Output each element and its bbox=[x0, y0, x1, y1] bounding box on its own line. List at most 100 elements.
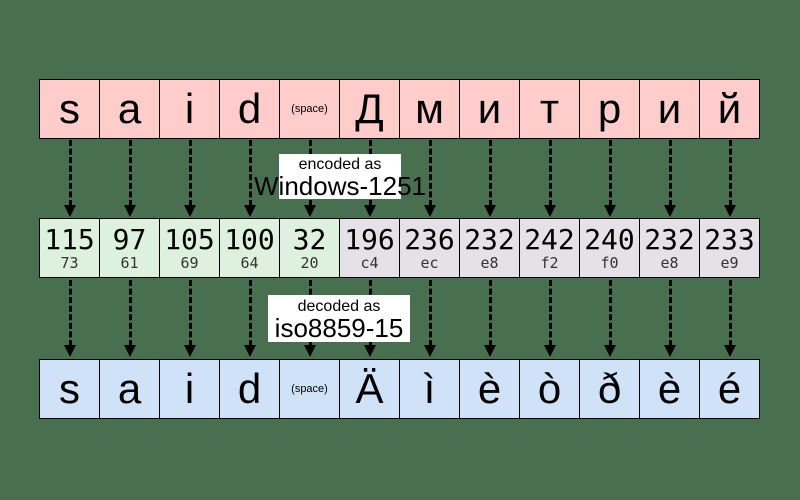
decoded-char-cell: d bbox=[219, 359, 280, 419]
arrow-down-head bbox=[424, 345, 436, 357]
source-char: d bbox=[237, 85, 262, 132]
decoded-char-cell: ð bbox=[579, 359, 640, 419]
arrow-down-head bbox=[64, 205, 76, 217]
decoded-char-cell: è bbox=[459, 359, 520, 419]
arrow-down-line bbox=[548, 140, 552, 206]
source-text-row: s a i d (space) Д м и т р и й bbox=[39, 79, 760, 139]
source-char: т bbox=[539, 85, 560, 132]
byte-hex: 69 bbox=[180, 253, 199, 272]
source-char-cell: р bbox=[579, 79, 640, 139]
arrow-down-head bbox=[544, 345, 556, 357]
source-char: й bbox=[717, 85, 742, 132]
byte-hex: c4 bbox=[360, 253, 379, 272]
arrow-down-head bbox=[424, 205, 436, 217]
decoded-char: ò bbox=[537, 365, 562, 412]
arrow-down-line bbox=[608, 140, 612, 206]
arrow-down-line bbox=[548, 280, 552, 346]
decoded-char: ì bbox=[423, 365, 436, 412]
decoded-text-row: s a i d (space) Ä ì è ò ð è é bbox=[39, 359, 760, 419]
decoded-char-cell: è bbox=[639, 359, 700, 419]
byte-decimal: 196 bbox=[344, 222, 395, 256]
decoded-space-cell: (space) bbox=[279, 359, 340, 419]
arrow-down-head bbox=[664, 345, 676, 357]
byte-hex: 61 bbox=[120, 253, 139, 272]
arrow-down-line bbox=[188, 140, 192, 206]
arrow-down-head bbox=[64, 345, 76, 357]
byte-decimal: 240 bbox=[584, 222, 635, 256]
decoded-char: a bbox=[117, 365, 142, 412]
arrow-down-line bbox=[428, 280, 432, 346]
byte-hex: 64 bbox=[240, 253, 259, 272]
byte-hex: f0 bbox=[600, 253, 619, 272]
byte-decimal: 232 bbox=[464, 222, 515, 256]
encoding-label: encoded as Windows-1251 bbox=[254, 154, 426, 199]
decoded-char: é bbox=[717, 365, 742, 412]
byte-decimal: 100 bbox=[224, 222, 275, 256]
decoded-char: è bbox=[477, 365, 502, 412]
arrow-down-head bbox=[184, 345, 196, 357]
decoded-char: s bbox=[59, 365, 80, 412]
arrow-down-head bbox=[244, 345, 256, 357]
source-char-cell: и bbox=[639, 79, 700, 139]
decoding-label-name: iso8859-15 bbox=[274, 312, 404, 343]
arrow-down-line bbox=[728, 280, 732, 346]
source-char-cell: d bbox=[219, 79, 280, 139]
arrow-down-head bbox=[124, 345, 136, 357]
byte-hex: e8 bbox=[480, 253, 499, 272]
arrow-down-line bbox=[68, 140, 72, 206]
source-char-cell: м bbox=[399, 79, 460, 139]
arrow-down-line bbox=[128, 280, 132, 346]
decoded-char: è bbox=[657, 365, 682, 412]
arrow-down-head bbox=[484, 345, 496, 357]
arrow-down-line bbox=[668, 140, 672, 206]
decoding-label: decoded as iso8859-15 bbox=[268, 295, 410, 342]
arrow-down-line bbox=[128, 140, 132, 206]
source-char: s bbox=[59, 85, 80, 132]
source-char-cell: т bbox=[519, 79, 580, 139]
arrow-down-head bbox=[544, 205, 556, 217]
byte-decimal: 105 bbox=[164, 222, 215, 256]
source-char: р bbox=[597, 85, 622, 132]
arrow-down-line bbox=[488, 280, 492, 346]
source-char-cell: i bbox=[159, 79, 220, 139]
arrow-down-head bbox=[364, 345, 376, 357]
byte-hex: f2 bbox=[540, 253, 559, 272]
byte-decimal: 233 bbox=[704, 222, 755, 256]
arrow-down-head bbox=[484, 205, 496, 217]
source-char: и bbox=[657, 85, 682, 132]
byte-decimal: 236 bbox=[404, 222, 455, 256]
byte-decimal: 242 bbox=[524, 222, 575, 256]
byte-hex: e9 bbox=[720, 253, 739, 272]
arrow-down-line bbox=[608, 280, 612, 346]
arrow-down-head bbox=[664, 205, 676, 217]
decoded-char-cell: i bbox=[159, 359, 220, 419]
arrow-down-head bbox=[304, 205, 316, 217]
arrow-down-head bbox=[604, 345, 616, 357]
arrow-down-line bbox=[248, 280, 252, 346]
source-char: и bbox=[477, 85, 502, 132]
source-char-cell: a bbox=[99, 79, 160, 139]
arrow-down-head bbox=[244, 205, 256, 217]
arrow-down-line bbox=[68, 280, 72, 346]
arrow-down-head bbox=[604, 205, 616, 217]
byte-decimal: 232 bbox=[644, 222, 695, 256]
arrow-down-line bbox=[488, 140, 492, 206]
decoded-char-cell: a bbox=[99, 359, 160, 419]
arrow-down-head bbox=[184, 205, 196, 217]
decoded-char-cell: ì bbox=[399, 359, 460, 419]
source-space-cell: (space) bbox=[279, 79, 340, 139]
arrow-down-head bbox=[364, 205, 376, 217]
byte-decimal: 115 bbox=[44, 222, 95, 256]
arrow-down-line bbox=[428, 140, 432, 206]
decoded-char-cell: é bbox=[699, 359, 760, 419]
source-char-cell: Д bbox=[339, 79, 400, 139]
